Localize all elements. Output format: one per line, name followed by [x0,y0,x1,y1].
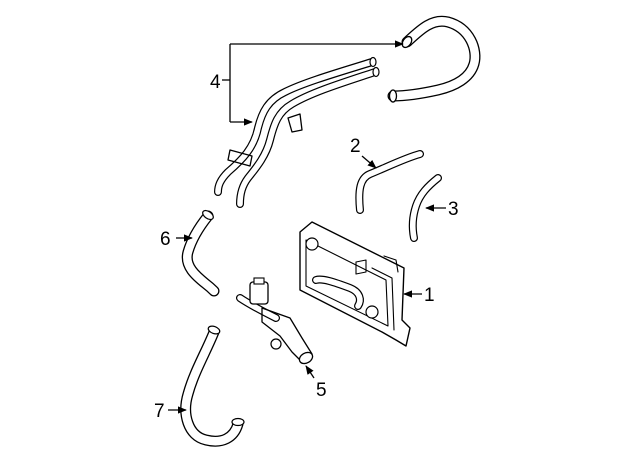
tube-assembly-part-4[interactable] [214,56,380,208]
hose-part-3[interactable] [408,174,442,242]
callout-5: 5 [316,380,327,401]
leader-lines [168,40,446,414]
oil-cooler-part-1[interactable] [299,221,411,347]
callout-7: 7 [154,401,165,422]
hose-part-7[interactable] [180,325,245,447]
callout-2: 2 [350,136,361,157]
hose-part-2[interactable] [355,150,424,214]
callout-6: 6 [160,229,171,250]
callout-labels: 4 2 3 1 6 5 7 [154,72,459,422]
callout-3: 3 [448,199,459,220]
upper-hose-part-4[interactable] [387,15,481,103]
hose-part-6[interactable] [181,209,220,297]
callout-4: 4 [210,72,221,93]
valve-fitting-part-5[interactable] [236,277,315,366]
callout-1: 1 [424,285,435,306]
